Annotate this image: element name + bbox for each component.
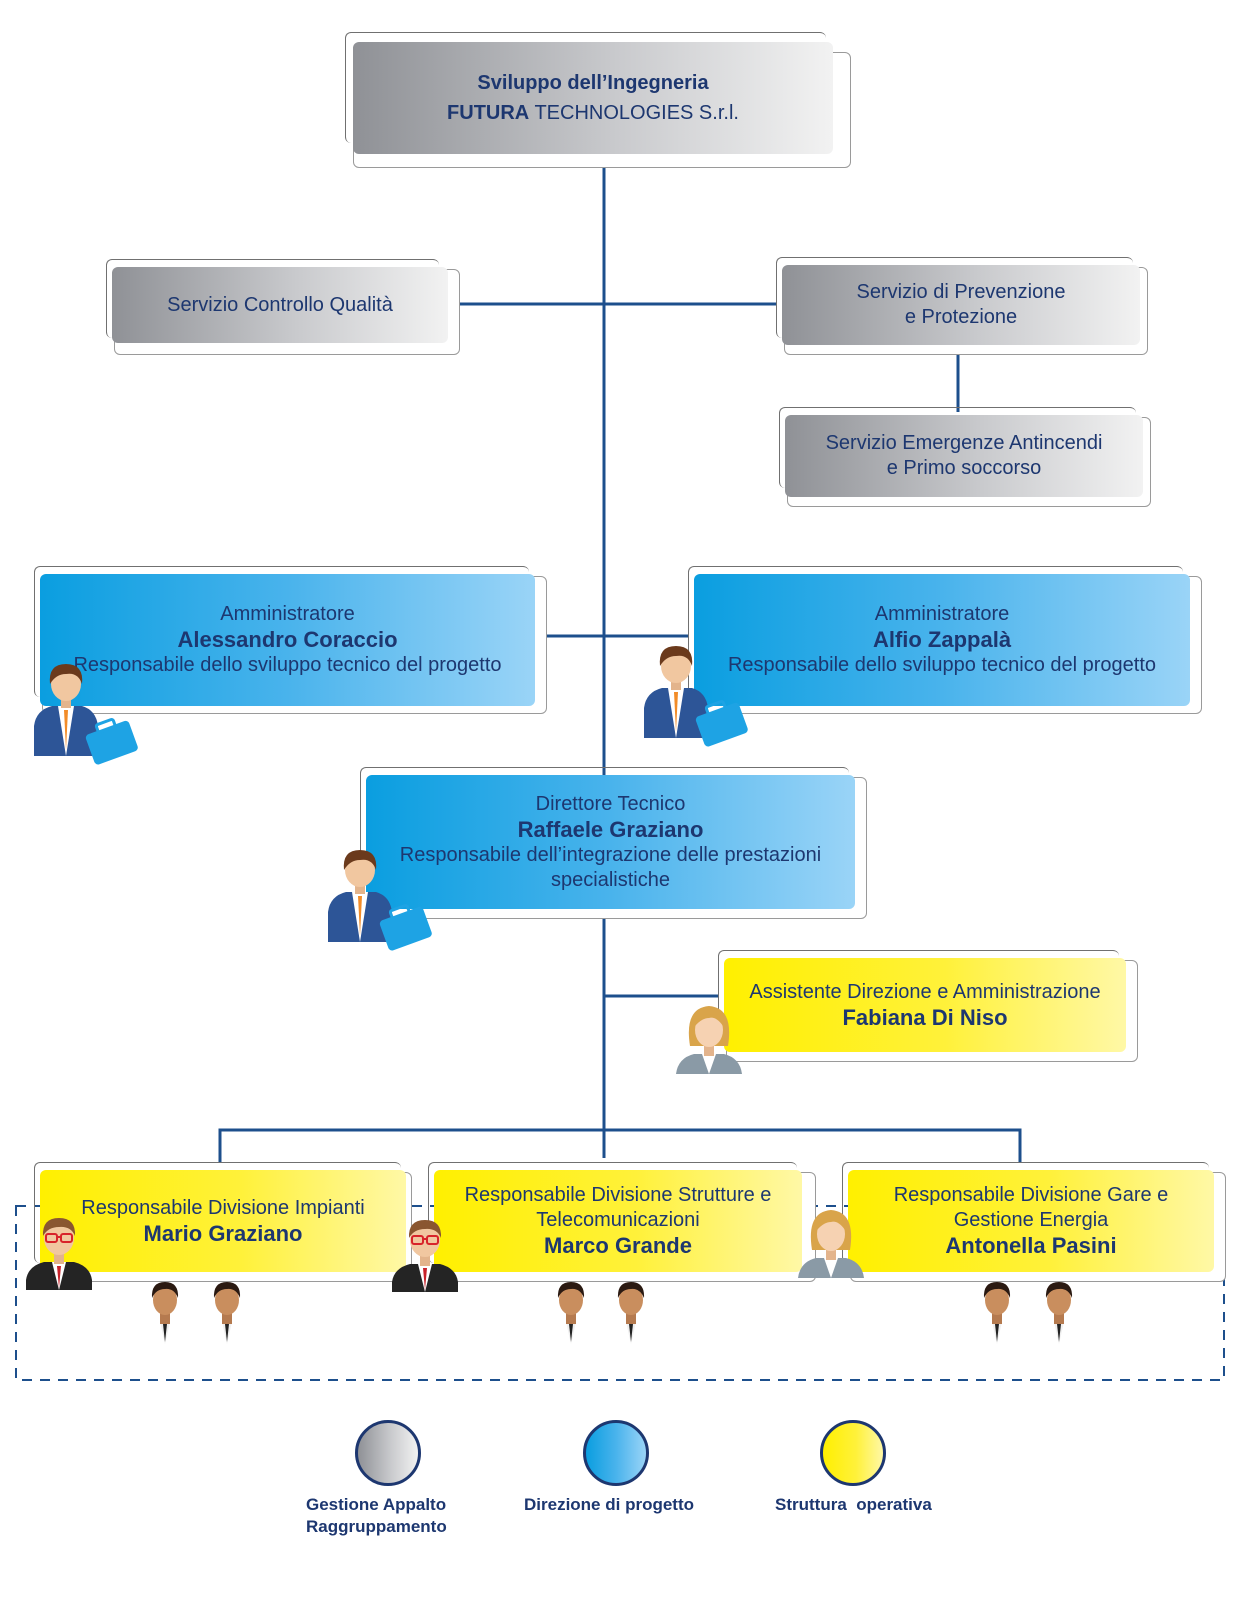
admin-right-businessman-icon xyxy=(642,644,751,750)
legend-direzione-label: Direzione di progetto xyxy=(524,1495,694,1514)
direttore-tecnico-node: Direttore Tecnico Raffaele Graziano Resp… xyxy=(360,767,867,919)
direttore-businessman-icon xyxy=(326,848,435,954)
legend-direzione-circle xyxy=(583,1420,649,1486)
strutture-worker-icon xyxy=(604,1282,658,1344)
assistente-woman-icon xyxy=(676,1006,742,1074)
servizio-controllo-qualita: Servizio Controllo Qualità xyxy=(106,259,460,355)
assistente-node: Assistente Direzione e Amministrazione F… xyxy=(718,950,1138,1062)
root-node: Sviluppo dell’Ingegneria FUTURA TECHNOLO… xyxy=(345,32,851,168)
divisione-gare-node: Responsabile Divisione Gare e Gestione E… xyxy=(842,1162,1226,1282)
legend-struttura-circle xyxy=(820,1420,886,1486)
impianti-worker-icon xyxy=(200,1282,254,1344)
admin-left-businessman-icon xyxy=(32,662,141,768)
strutture-manager-icon xyxy=(391,1219,459,1293)
root-title: Sviluppo dell’Ingegneria xyxy=(477,72,709,94)
gare-worker-icon xyxy=(970,1282,1024,1344)
strutture-worker-icon xyxy=(544,1282,598,1344)
servizio-prevenzione: Servizio di Prevenzione e Protezione xyxy=(776,257,1148,355)
legend-gestione-circle xyxy=(355,1420,421,1486)
legend-struttura-label: Struttura operativa xyxy=(775,1495,932,1514)
impianti-manager-icon xyxy=(25,1217,93,1291)
impianti-worker-icon xyxy=(138,1282,192,1344)
legend-gestione-label: Gestione Appalto Raggruppamento xyxy=(306,1495,447,1536)
divisione-strutture-node: Responsabile Divisione Strutture e Telec… xyxy=(428,1162,816,1282)
servizio-emergenze: Servizio Emergenze Antincendi e Primo so… xyxy=(779,407,1151,507)
divisione-impianti-node: Responsabile Divisione Impianti Mario Gr… xyxy=(34,1162,412,1282)
gare-worker-icon xyxy=(1032,1282,1086,1344)
admin-right-node: Amministratore Alfio Zappalà Responsabil… xyxy=(688,566,1202,714)
gare-woman-icon xyxy=(798,1210,864,1278)
admin-left-node: Amministratore Alessandro Coraccio Respo… xyxy=(34,566,547,714)
root-company: FUTURA TECHNOLOGIES S.r.l. xyxy=(447,102,739,124)
